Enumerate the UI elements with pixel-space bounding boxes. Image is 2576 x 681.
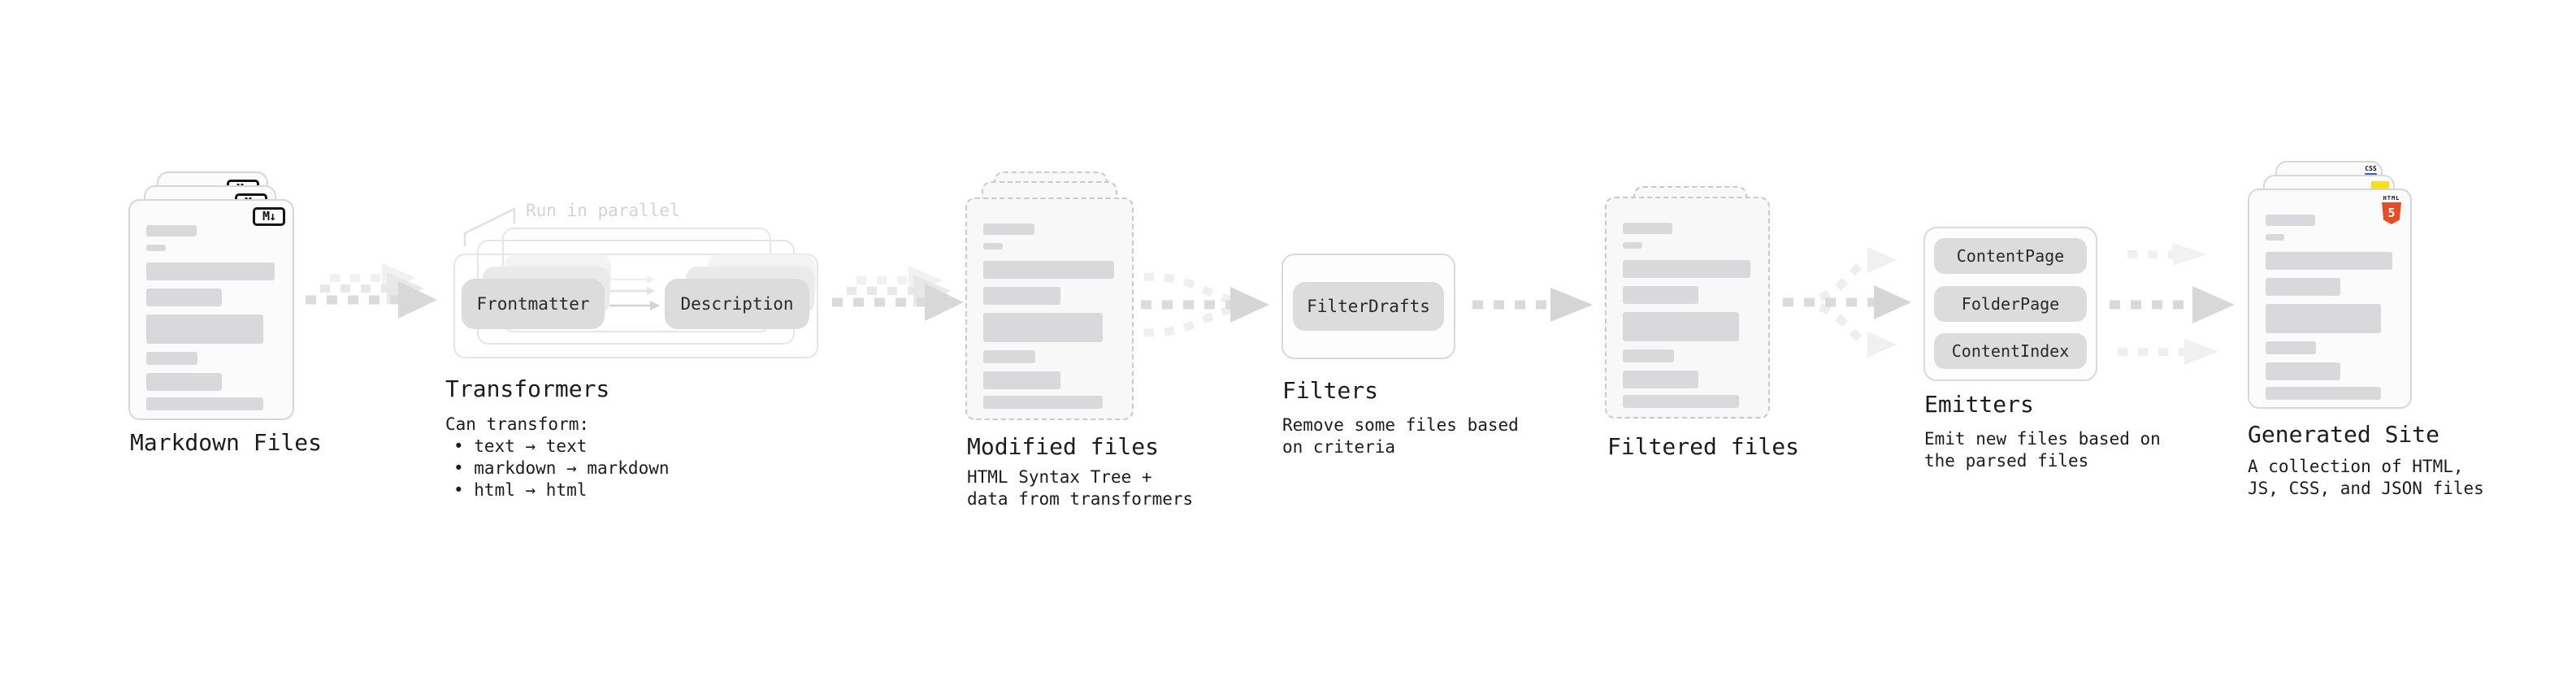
- modified-files-desc-line: data from transformers: [967, 489, 1194, 509]
- skeleton-bar: [983, 223, 1034, 235]
- stage-title-emitters: Emitters: [1924, 391, 2034, 418]
- skeleton-bar: [1623, 223, 1673, 234]
- transformer-step-description: Description: [665, 279, 809, 329]
- emitters-desc-line: the parsed files: [1924, 451, 2089, 471]
- transformers-bullet: • text → text: [453, 436, 588, 456]
- emitter-step-contentindex: ContentIndex: [1934, 333, 2087, 369]
- arrow-transformers-to-modified: [832, 266, 964, 321]
- skeleton-bar: [983, 371, 1060, 389]
- arrow-markdown-to-transformers: [306, 263, 437, 319]
- skeleton-bar: [146, 314, 263, 344]
- stage-title-markdown-files: Markdown Files: [130, 429, 323, 456]
- generated-site-description: A collection of HTML, JS, CSS, and JSON …: [2248, 456, 2484, 500]
- stage-title-generated-site: Generated Site: [2248, 421, 2440, 448]
- skeleton-bar: [983, 396, 1103, 409]
- annotation-leader-line: [463, 206, 516, 246]
- generated-doc-card-front: HTML 5: [2248, 189, 2412, 409]
- stage-title-filtered-files: Filtered files: [1607, 433, 1800, 460]
- arrow-emitters-to-generated: [2110, 243, 2235, 365]
- skeleton-bar: [146, 288, 223, 306]
- emitters-desc-line: Emit new files based on: [1924, 429, 2161, 449]
- html5-badge-label: HTML: [2383, 195, 2400, 202]
- css-badge-label: CSS: [2365, 165, 2377, 172]
- skeleton-bar: [983, 243, 1004, 249]
- transformers-description: Can transform: • text → text • markdown …: [445, 414, 670, 501]
- skeleton-bar: [983, 261, 1114, 279]
- transformers-desc-heading: Can transform:: [445, 414, 590, 434]
- skeleton-bar: [1623, 349, 1674, 362]
- stage-title-filters: Filters: [1282, 377, 1379, 404]
- skeleton-bar: [146, 397, 263, 410]
- modified-files-desc-line: HTML Syntax Tree +: [967, 467, 1152, 487]
- skeleton-bar: [2266, 252, 2392, 270]
- skeleton-text-lines: [146, 225, 275, 410]
- skeleton-bar: [983, 350, 1036, 363]
- skeleton-bar: [1623, 312, 1739, 341]
- generated-site-desc-line: A collection of HTML,: [2248, 457, 2464, 476]
- modified-files-description: HTML Syntax Tree + data from transformer…: [967, 466, 1193, 510]
- skeleton-bar: [1623, 395, 1739, 408]
- transformer-container-front: [453, 254, 818, 358]
- skeleton-bar: [2266, 278, 2341, 296]
- stage-title-transformers: Transformers: [445, 375, 610, 402]
- css-badge-underline: [2365, 173, 2377, 176]
- html5-icon: HTML 5: [2381, 195, 2402, 224]
- skeleton-bar: [146, 225, 197, 236]
- skeleton-bar: [2266, 341, 2317, 354]
- skeleton-bar: [983, 313, 1103, 342]
- emitters-description: Emit new files based on the parsed files: [1924, 428, 2161, 472]
- filter-step-filterdrafts: FilterDrafts: [1293, 282, 1444, 331]
- skeleton-text-lines: [1623, 223, 1750, 408]
- skeleton-bar: [1623, 371, 1698, 388]
- filters-description: Remove some files based on criteria: [1282, 414, 1519, 458]
- markdown-icon: M↓: [253, 207, 285, 226]
- skeleton-bar: [983, 287, 1060, 305]
- filters-desc-line: on criteria: [1282, 437, 1396, 457]
- filtered-doc-card-front: [1605, 197, 1770, 419]
- skeleton-text-lines: [2266, 215, 2392, 400]
- skeleton-bar: [2266, 362, 2341, 380]
- markdown-doc-card-front: M↓: [128, 199, 294, 420]
- skeleton-bar: [2266, 215, 2315, 226]
- arrow-filtered-to-emitters: [1783, 247, 1911, 358]
- modified-doc-card-front: [965, 197, 1134, 420]
- stage-title-modified-files: Modified files: [967, 433, 1160, 460]
- skeleton-bar: [2266, 234, 2285, 241]
- js-icon: [2371, 181, 2389, 189]
- skeleton-bar: [146, 262, 275, 280]
- skeleton-bar: [1623, 260, 1750, 278]
- arrow-filters-to-filtered: [1472, 288, 1593, 322]
- skeleton-text-lines: [983, 223, 1114, 409]
- skeleton-bar: [146, 245, 166, 251]
- emitter-step-contentpage: ContentPage: [1934, 238, 2087, 274]
- skeleton-bar: [1623, 242, 1642, 249]
- transformers-bullet: • html → html: [453, 480, 588, 500]
- transformer-step-frontmatter: Frontmatter: [462, 279, 605, 329]
- skeleton-bar: [2266, 304, 2381, 333]
- transformers-bullet: • markdown → markdown: [453, 458, 670, 478]
- generated-site-desc-line: JS, CSS, and JSON files: [2248, 479, 2484, 498]
- skeleton-bar: [146, 352, 198, 365]
- emitter-step-folderpage: FolderPage: [1934, 286, 2087, 322]
- filters-desc-line: Remove some files based: [1282, 415, 1519, 435]
- skeleton-bar: [146, 373, 223, 391]
- skeleton-bar: [1623, 286, 1698, 304]
- css-icon: CSS: [2365, 166, 2377, 176]
- html5-shield: 5: [2382, 202, 2401, 224]
- run-in-parallel-annotation: Run in parallel: [526, 201, 680, 220]
- arrow-modified-to-filters: [1141, 272, 1269, 337]
- skeleton-bar: [2266, 387, 2381, 400]
- transformer-step-arrows: [609, 275, 660, 310]
